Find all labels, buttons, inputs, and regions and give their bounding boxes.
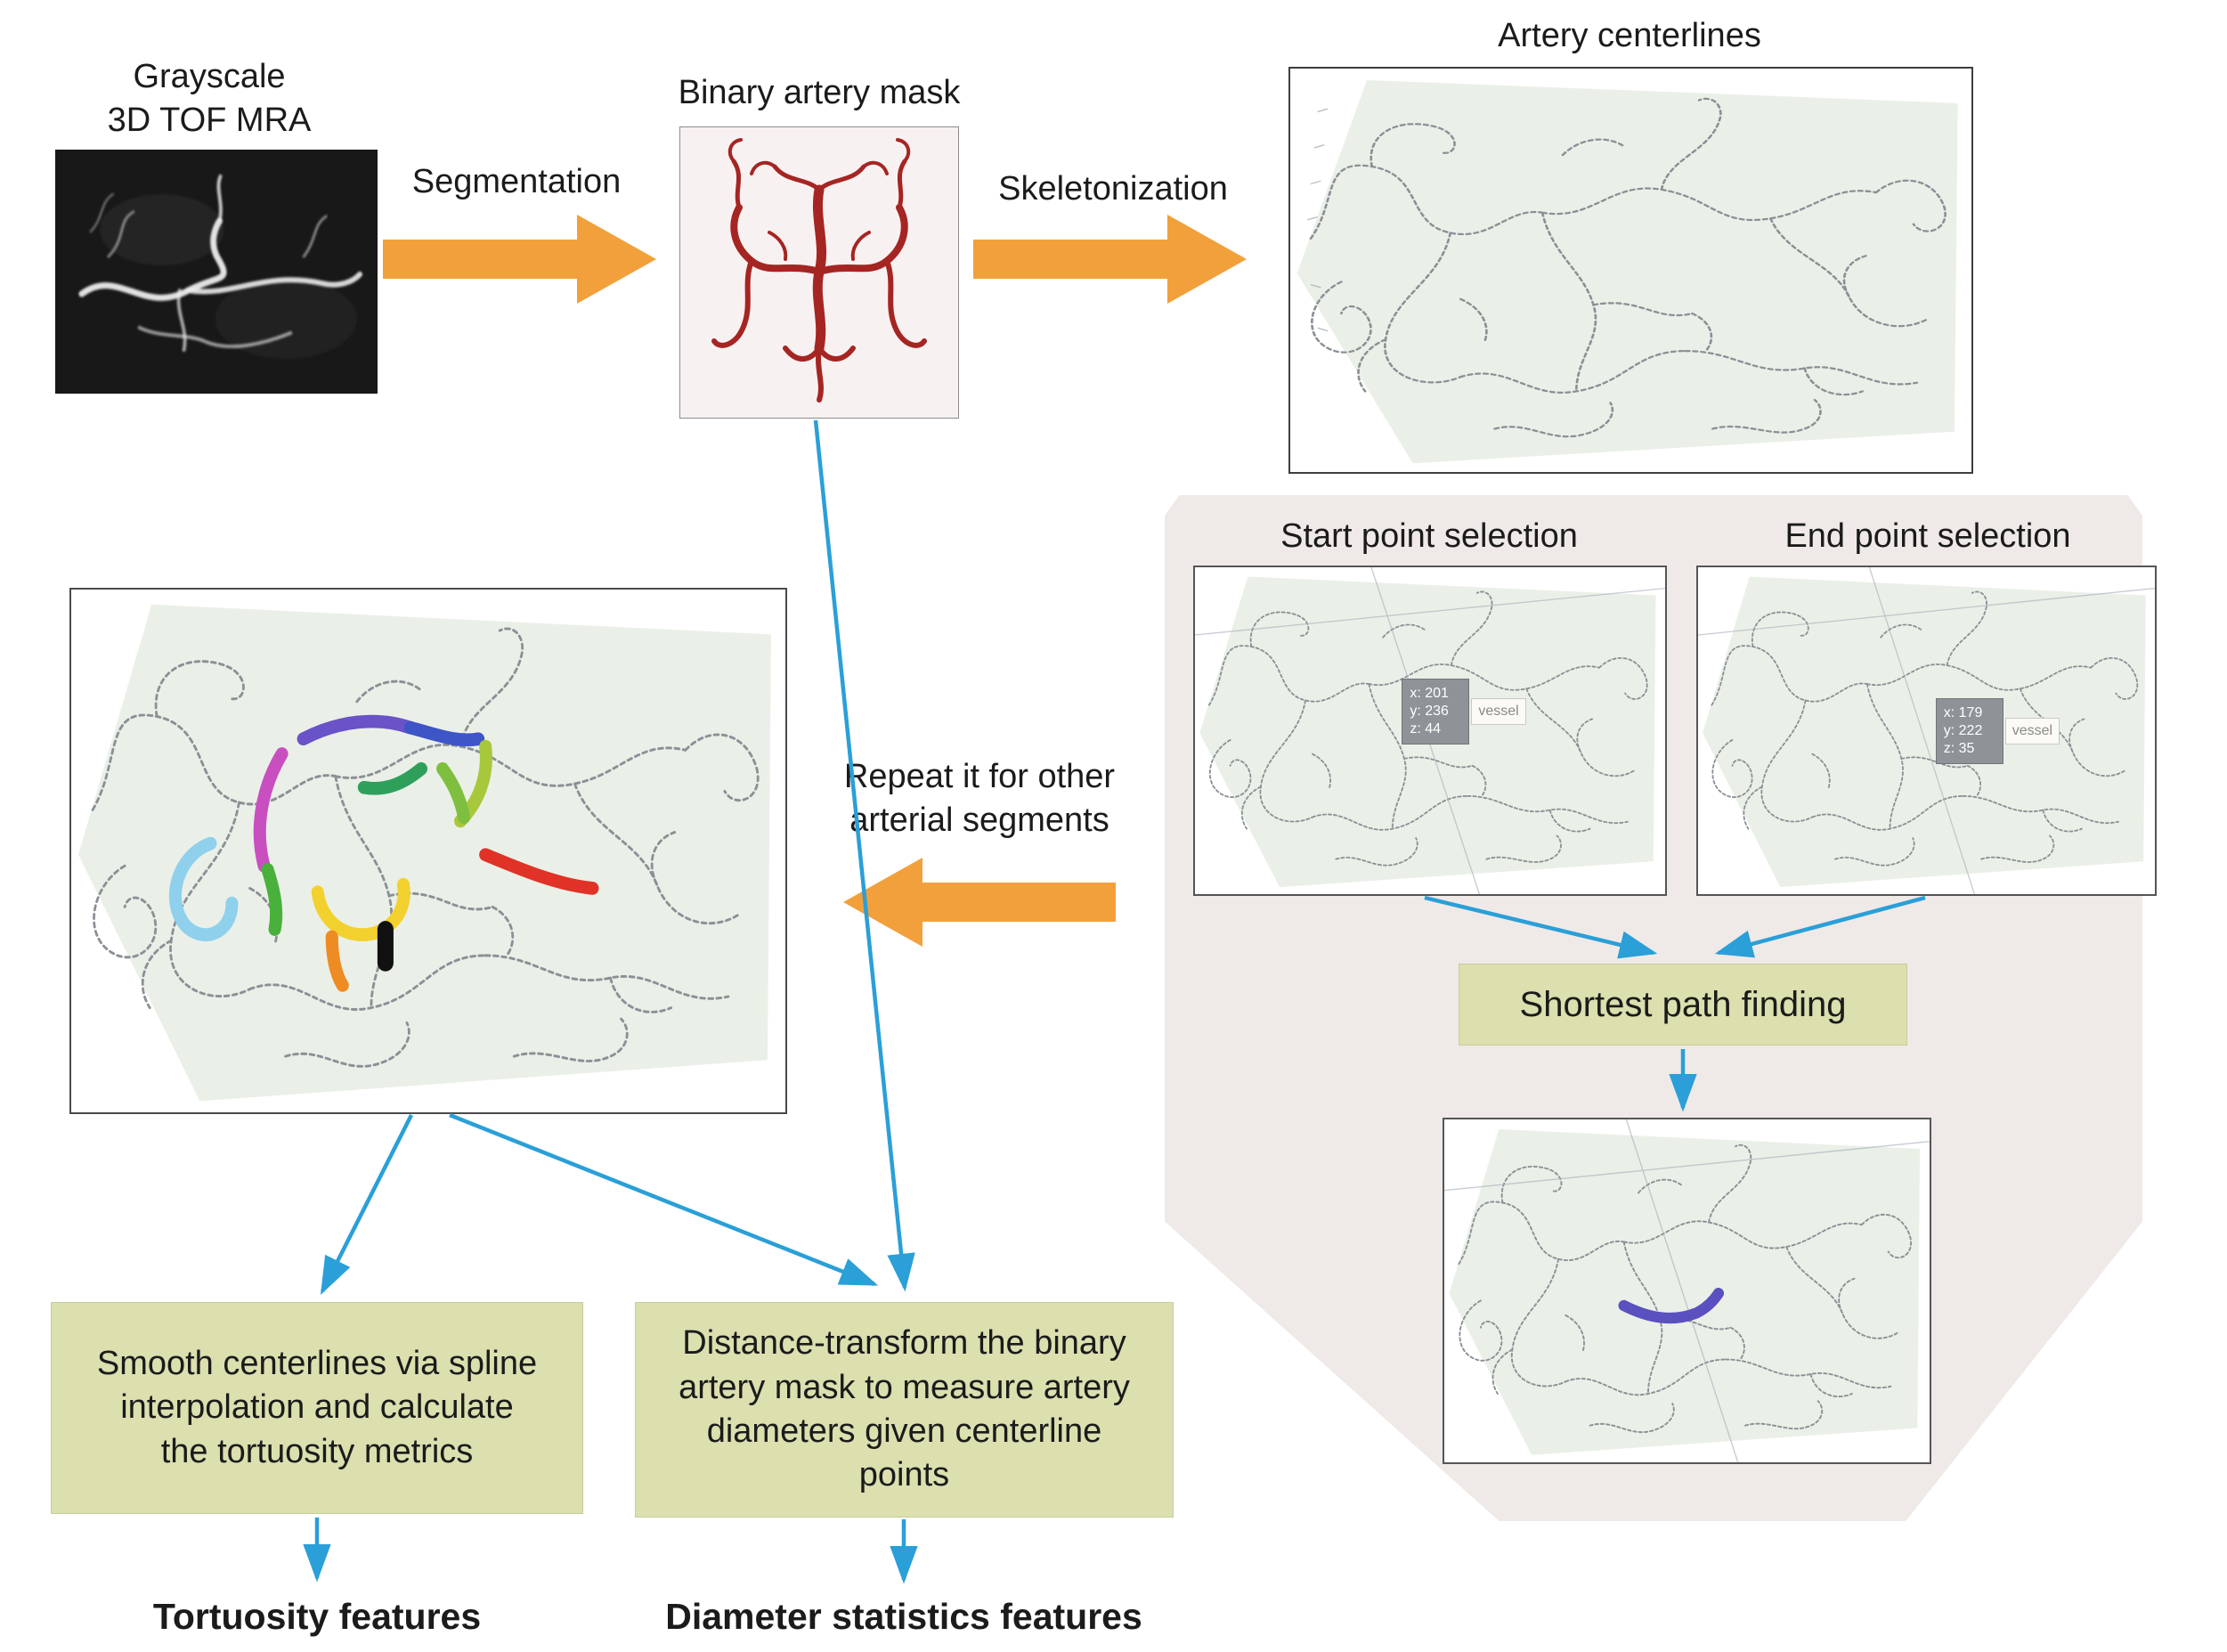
- arrow-segments-to-tortuosity: [320, 1113, 414, 1296]
- repeat-label-line1: Repeat it for other: [843, 758, 1116, 795]
- mra-label-line1: Grayscale: [133, 58, 286, 95]
- repeat-label: Repeat it for other arterial segments: [801, 755, 1158, 842]
- skeletonization-label: Skeletonization: [998, 170, 1228, 208]
- diameter-features-label: Diameter statistics features: [665, 1596, 1142, 1637]
- tortuosity-process-box: Smooth centerlines via spline interpolat…: [51, 1302, 583, 1514]
- arrow-segments-to-diameter: [449, 1112, 879, 1287]
- repeat-label-line2: arterial segments: [849, 801, 1109, 839]
- centerlines-art: [1296, 78, 1960, 465]
- start-tooltip-values: x: 201 y: 236 z: 44: [1402, 678, 1470, 745]
- diameter-process-box: Distance-transform the binary artery mas…: [635, 1302, 1174, 1518]
- end-tooltip-x: x: 179: [1943, 704, 1983, 720]
- mra-art: [55, 150, 378, 394]
- end-tooltip-z: z: 35: [1943, 740, 1975, 756]
- colored-segments-art: [77, 603, 773, 1103]
- binary-mask-art: [711, 138, 927, 403]
- binary-mask-image: [679, 126, 959, 419]
- tortuosity-features-label: Tortuosity features: [152, 1596, 482, 1637]
- centerlines-image: [1288, 67, 1973, 474]
- mra-label-line2: 3D TOF MRA: [107, 101, 312, 139]
- start-tooltip-x: x: 201: [1410, 685, 1449, 701]
- start-point-label: Start point selection: [1280, 517, 1578, 555]
- axis-ticks: [1306, 108, 1329, 332]
- repeat-arrow: [843, 858, 1116, 947]
- skeletonization-arrow: [973, 215, 1247, 304]
- centerlines-label: Artery centerlines: [1498, 17, 1761, 54]
- arrow-mask-to-diameter: [813, 419, 915, 1292]
- mra-label: Grayscale 3D TOF MRA: [36, 55, 383, 142]
- end-point-tooltip: x: 179 y: 222 z: 35 vessel: [1935, 697, 2060, 764]
- shortest-path-result-art: [1444, 1119, 1930, 1462]
- end-tooltip-y: y: 222: [1943, 722, 1983, 738]
- start-point-tooltip: x: 201 y: 236 z: 44 vessel: [1402, 678, 1526, 745]
- segmentation-label: Segmentation: [411, 163, 622, 200]
- end-tooltip-tag: vessel: [2004, 717, 2060, 745]
- end-tooltip-values: x: 179 y: 222 z: 35: [1935, 697, 2003, 764]
- binary-mask-label: Binary artery mask: [678, 74, 961, 111]
- mra-image: [55, 150, 378, 394]
- end-point-image: x: 179 y: 222 z: 35 vessel: [1696, 566, 2157, 896]
- segmentation-arrow: [383, 215, 656, 304]
- start-point-image: x: 201 y: 236 z: 44 vessel: [1193, 566, 1667, 896]
- start-tooltip-z: z: 44: [1410, 720, 1441, 736]
- shortest-path-result-image: [1443, 1118, 1931, 1464]
- start-tooltip-y: y: 236: [1410, 703, 1449, 719]
- end-point-label: End point selection: [1784, 517, 2071, 555]
- shortest-path-box: Shortest path finding: [1459, 964, 1907, 1046]
- start-tooltip-tag: vessel: [1471, 697, 1526, 725]
- colored-segments-image: [69, 588, 787, 1114]
- end-point-art: [1698, 567, 2155, 894]
